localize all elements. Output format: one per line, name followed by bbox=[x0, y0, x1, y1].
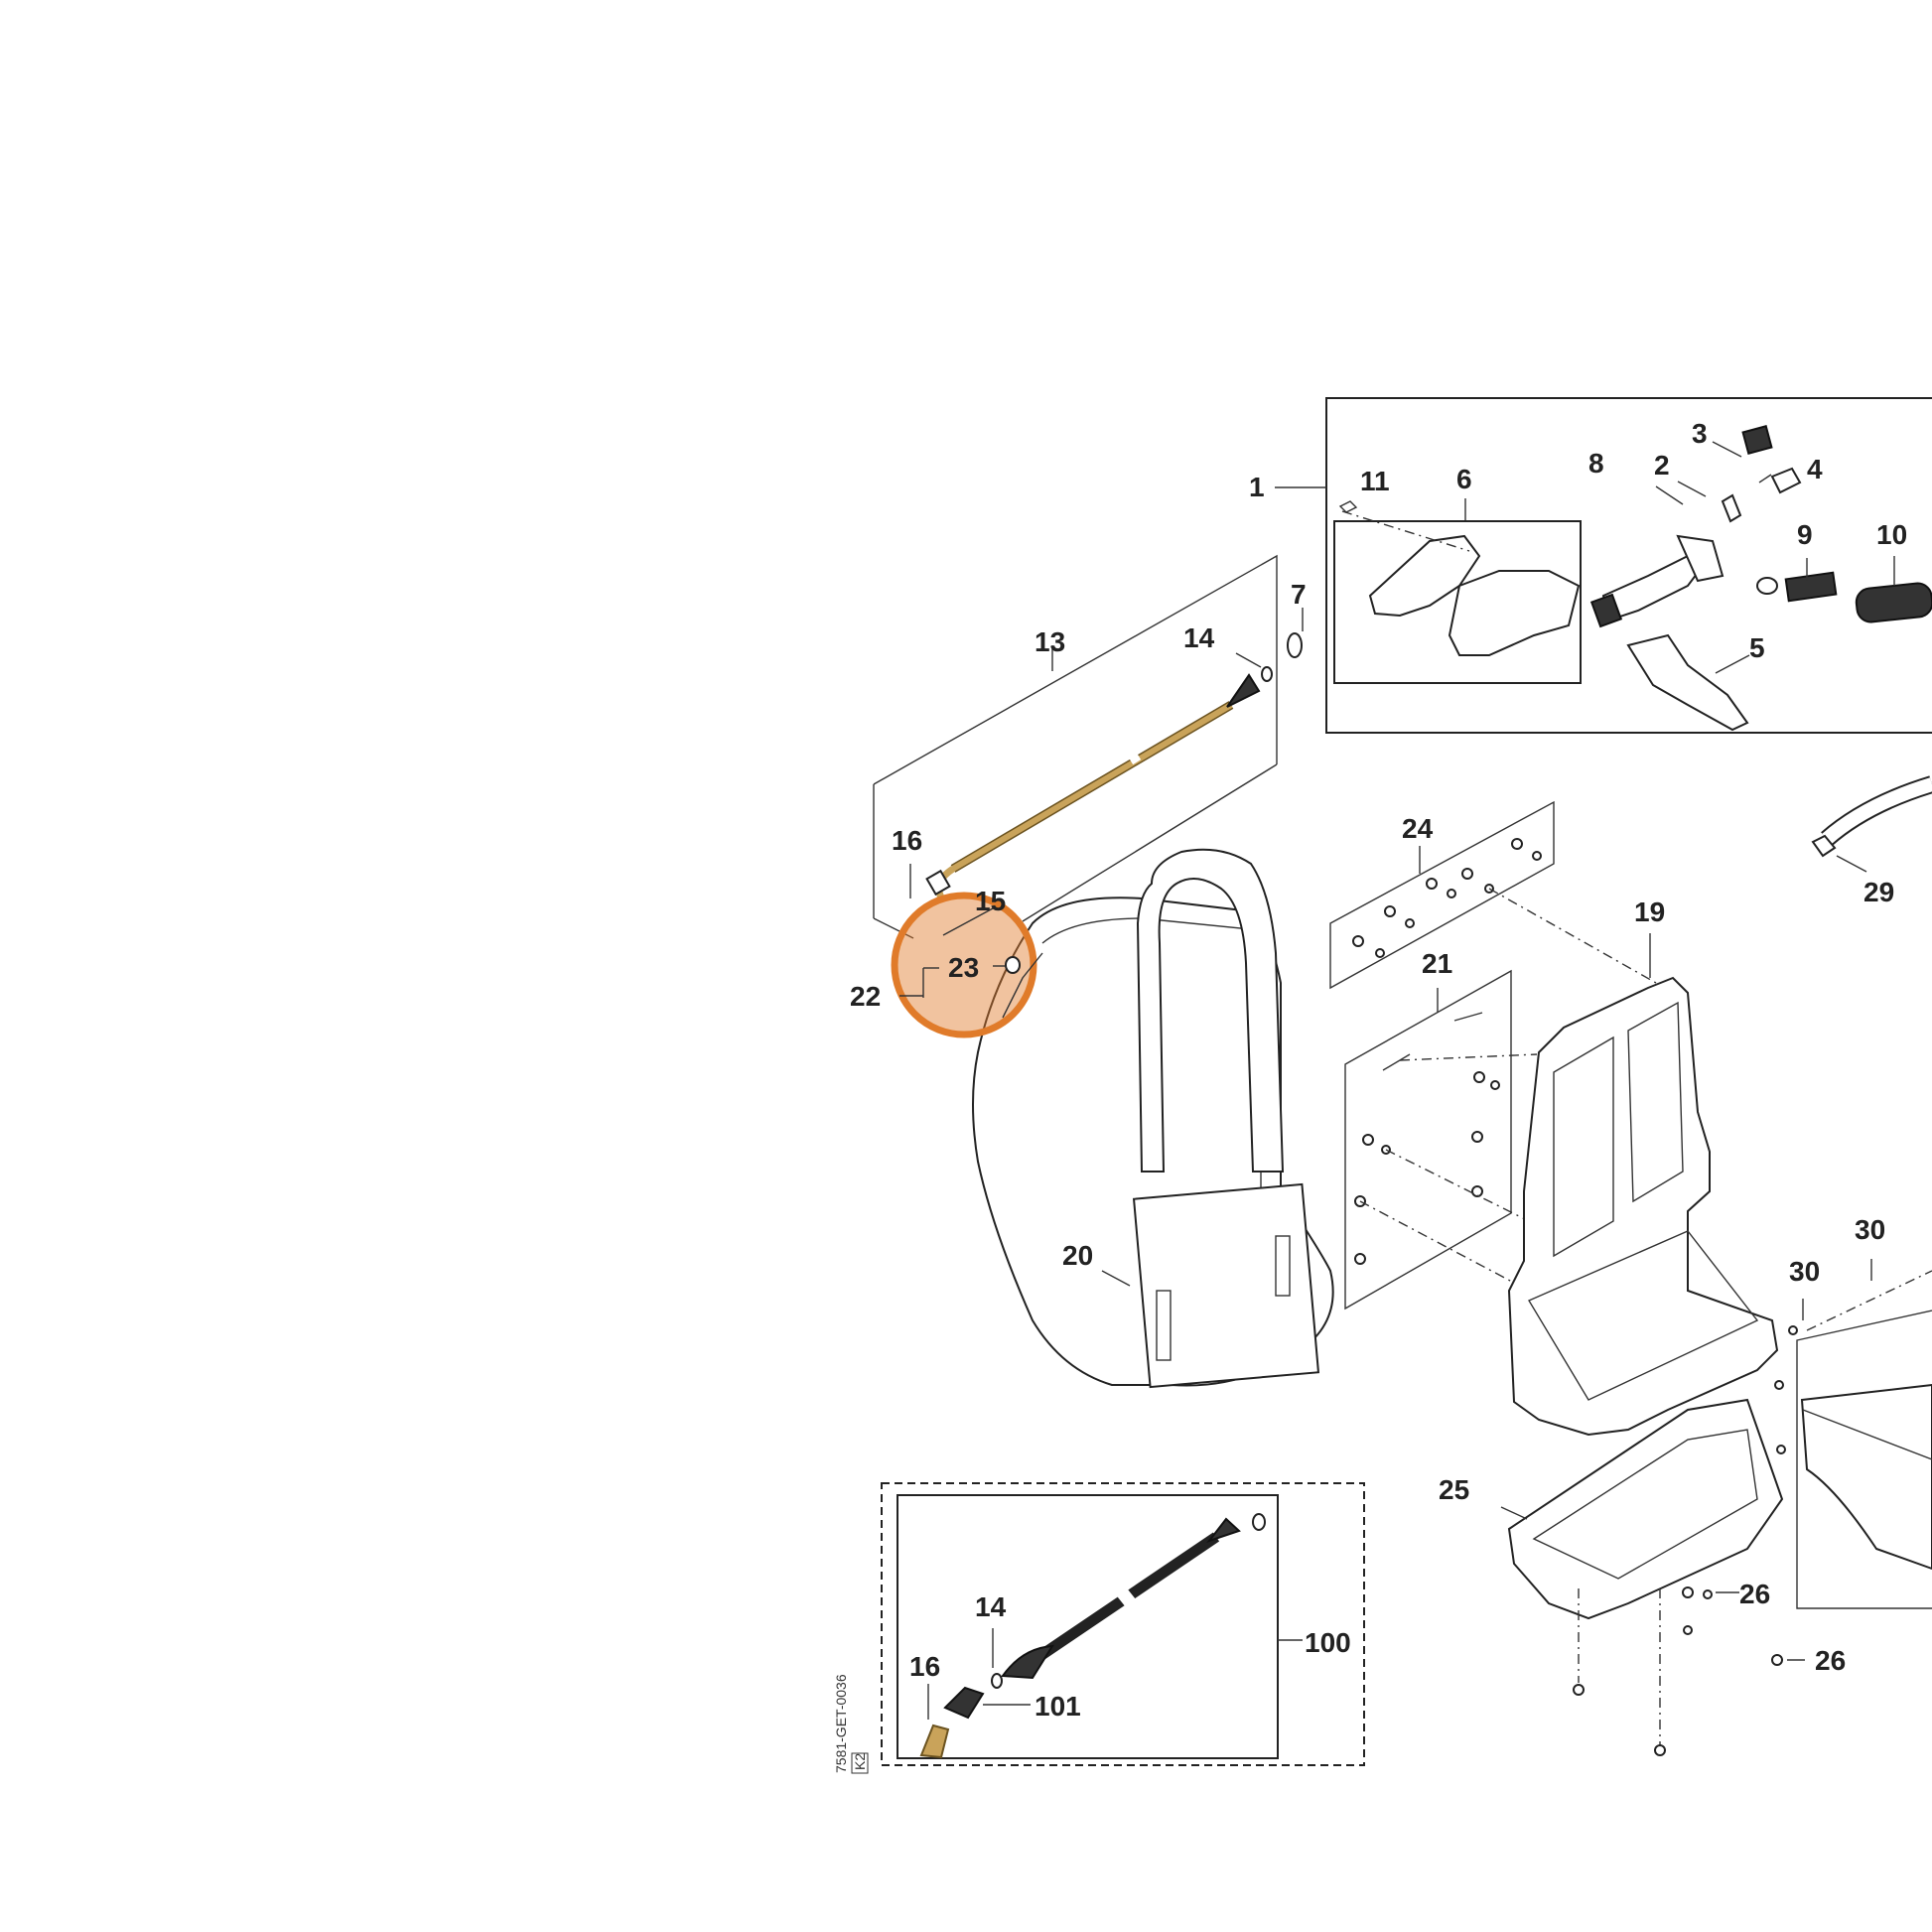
callout-25: 25 bbox=[1439, 1474, 1469, 1505]
lance-box-13 bbox=[873, 554, 1304, 939]
callout-4: 4 bbox=[1807, 454, 1823, 484]
callout-14-kit: 14 bbox=[975, 1591, 1007, 1622]
callout-5: 5 bbox=[1749, 632, 1765, 663]
callout-2: 2 bbox=[1654, 450, 1670, 481]
callout-15: 15 bbox=[975, 886, 1006, 916]
callout-16-kit: 16 bbox=[909, 1651, 940, 1682]
harness-20 bbox=[972, 848, 1334, 1389]
callout-30a: 30 bbox=[1855, 1214, 1885, 1245]
callout-26a: 26 bbox=[1739, 1579, 1770, 1609]
callout-7: 7 bbox=[1291, 579, 1307, 610]
frame-19 bbox=[1507, 933, 1779, 1437]
callout-23: 23 bbox=[948, 952, 979, 983]
callout-8: 8 bbox=[1588, 448, 1604, 479]
highlight-callout-23 bbox=[891, 892, 1043, 1038]
hose-29 bbox=[1811, 775, 1932, 873]
callout-1: 1 bbox=[1249, 472, 1265, 502]
callout-29: 29 bbox=[1863, 877, 1894, 907]
drawing-code-box: K2 bbox=[852, 1753, 868, 1770]
drawing-code-text: 7581-GET-0036 bbox=[833, 1674, 849, 1773]
callout-16: 16 bbox=[892, 825, 922, 856]
screw-kit-24 bbox=[1329, 800, 1657, 990]
callout-100: 100 bbox=[1305, 1627, 1351, 1658]
drawing-code: 7581-GET-0036 K2 bbox=[833, 1674, 869, 1774]
callout-10: 10 bbox=[1876, 519, 1907, 550]
callout-20: 20 bbox=[1062, 1240, 1093, 1271]
tank-box bbox=[1774, 1259, 1932, 1609]
lance-kit-100 bbox=[881, 1482, 1365, 1766]
callout-11: 11 bbox=[1360, 466, 1390, 496]
callout-26b: 26 bbox=[1815, 1645, 1846, 1676]
callout-9: 9 bbox=[1797, 519, 1813, 550]
callout-30b: 30 bbox=[1789, 1256, 1820, 1287]
callout-24: 24 bbox=[1402, 813, 1434, 844]
callout-3: 3 bbox=[1692, 418, 1708, 449]
callout-21: 21 bbox=[1422, 948, 1452, 979]
base-tray-25 bbox=[1500, 1398, 1805, 1756]
assembly-box-1 bbox=[1275, 397, 1932, 734]
callout-22: 22 bbox=[850, 981, 881, 1012]
callout-14: 14 bbox=[1183, 622, 1215, 653]
callout-101: 101 bbox=[1035, 1691, 1081, 1722]
screw-kit-21 bbox=[1344, 969, 1538, 1311]
callout-13: 13 bbox=[1035, 626, 1065, 657]
callout-19: 19 bbox=[1634, 897, 1665, 927]
callout-6: 6 bbox=[1456, 464, 1472, 494]
callout-labels: 1 2 3 4 5 6 7 8 9 10 11 13 14 15 16 19 2… bbox=[850, 418, 1907, 1722]
